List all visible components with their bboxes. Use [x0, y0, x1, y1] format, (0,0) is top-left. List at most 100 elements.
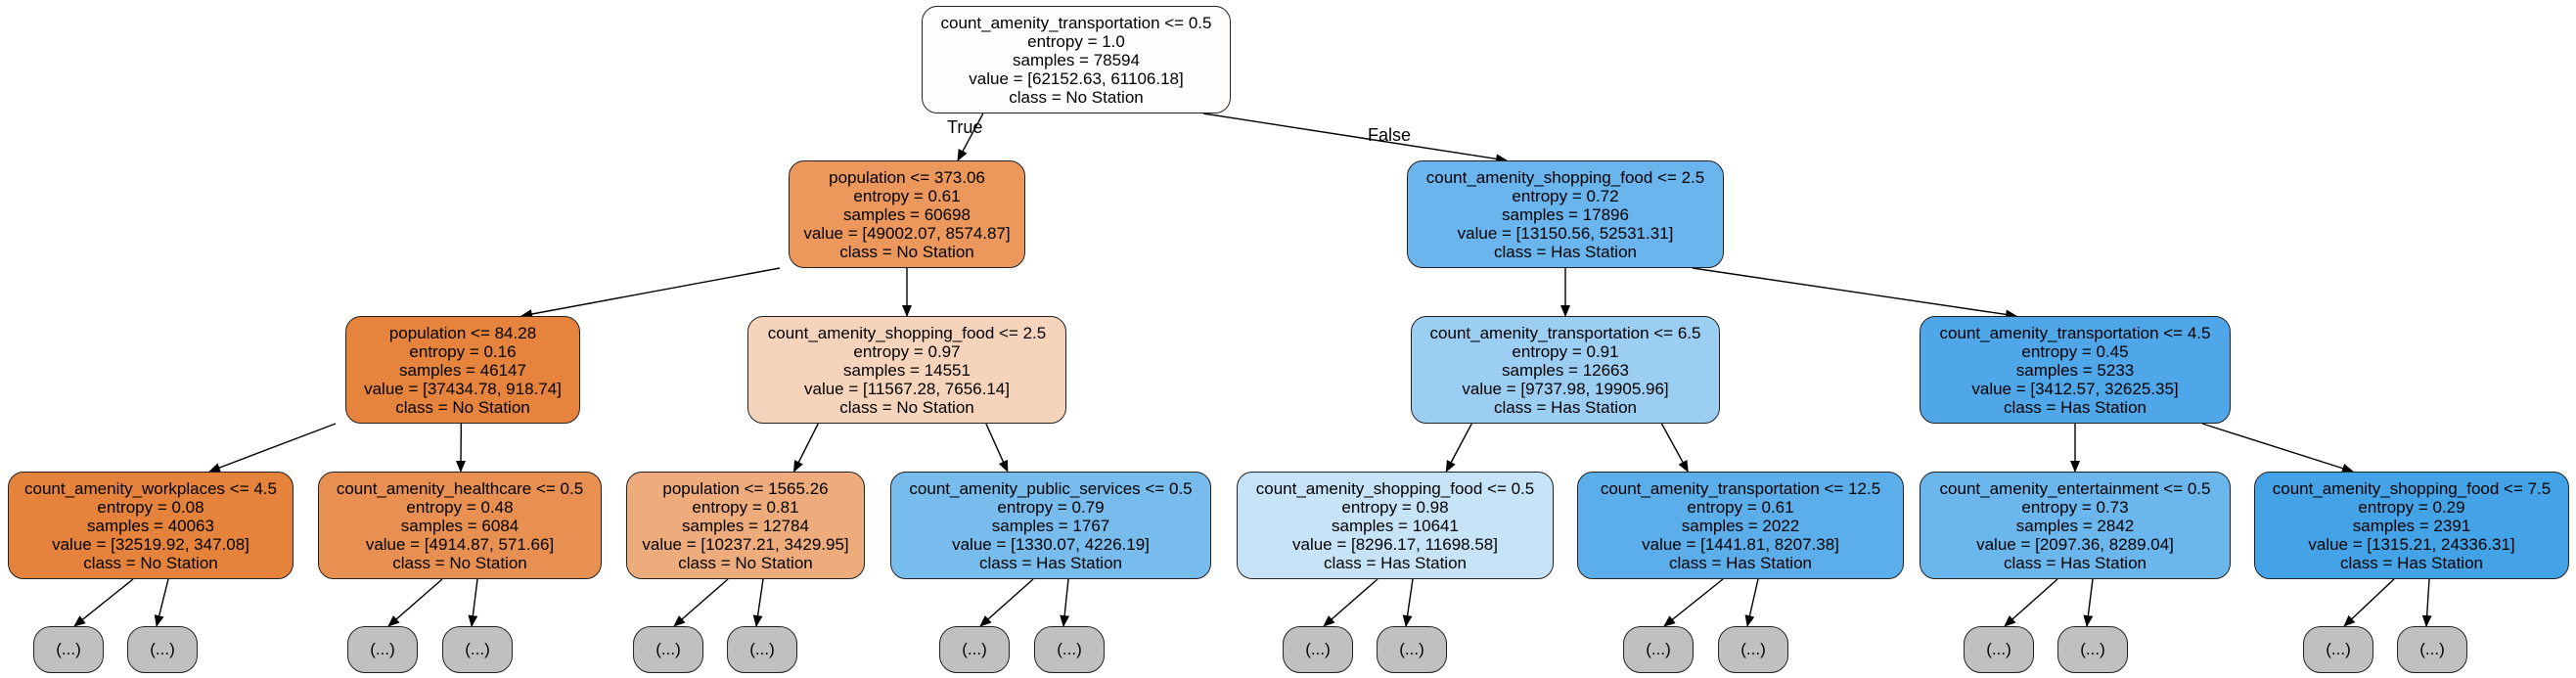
node-samples: samples = 1767	[991, 516, 1110, 535]
edge-label-false: False	[1368, 125, 1412, 145]
edge-n5-n11	[1445, 423, 1472, 473]
node-value: value = [13150.56, 52531.31]	[1457, 223, 1674, 243]
truncated-leaf: (...)	[1283, 626, 1353, 673]
node-class: class = No Station	[678, 553, 813, 572]
node-samples: samples = 46147	[399, 360, 526, 380]
node-value: value = [8296.17, 11698.58]	[1291, 534, 1498, 554]
node-split-rule: count_amenity_transportation <= 6.5	[1429, 323, 1701, 342]
edge-n14-leaf-1	[2421, 578, 2432, 627]
truncated-leaf: (...)	[727, 626, 797, 673]
edge-n6-n14	[2201, 423, 2354, 474]
truncated-leaf: (...)	[442, 626, 513, 673]
edge-n9-leaf-0	[673, 578, 729, 627]
node-value: value = [2097.36, 8289.04]	[1976, 534, 2174, 554]
edge-n11-leaf-0	[1323, 578, 1378, 627]
node-split-rule: count_amenity_transportation <= 12.5	[1600, 478, 1881, 498]
node-entropy: entropy = 0.45	[2021, 341, 2129, 361]
node-class: class = No Station	[839, 242, 974, 261]
truncated-leaf: (...)	[1964, 626, 2034, 673]
node-class: class = No Station	[1009, 87, 1144, 107]
node-class: class = No Station	[83, 553, 218, 572]
edge-n13-leaf-1	[2083, 578, 2094, 627]
node-entropy: entropy = 0.91	[1512, 341, 1619, 361]
node-split-rule: count_amenity_shopping_food <= 2.5	[767, 323, 1047, 342]
truncated-leaf: (...)	[2303, 626, 2373, 673]
node-class: class = Has Station	[2340, 553, 2483, 572]
node-samples: samples = 6084	[400, 516, 520, 535]
node-samples: samples = 17896	[1502, 204, 1629, 224]
node-entropy: entropy = 0.97	[853, 341, 961, 361]
truncated-leaf: (...)	[633, 626, 703, 673]
node-split-rule: count_amenity_transportation <= 4.5	[1939, 323, 2211, 342]
node-entropy: entropy = 0.79	[997, 497, 1105, 517]
node-entropy: entropy = 0.61	[853, 186, 961, 205]
truncated-leaf: (...)	[1623, 626, 1694, 673]
node-class: class = Has Station	[1494, 242, 1637, 261]
edge-n4-n9	[792, 423, 819, 473]
edge-n4-n10	[985, 423, 1009, 473]
truncated-leaf: (...)	[1718, 626, 1788, 673]
node-samples: samples = 2022	[1681, 516, 1800, 535]
edge-n8-leaf-1	[468, 578, 478, 627]
edge-n12-leaf-1	[1744, 578, 1759, 627]
edge-n10-leaf-0	[979, 578, 1034, 627]
node-value: value = [3412.57, 32625.35]	[1971, 379, 2179, 398]
edge-n9-leaf-1	[752, 578, 764, 627]
node-samples: samples = 12784	[682, 516, 809, 535]
truncated-leaf: (...)	[127, 626, 198, 673]
node-split-rule: population <= 84.28	[388, 323, 537, 342]
node-class: class = No Station	[839, 397, 974, 417]
edge-n0-n2	[1202, 113, 1508, 164]
node-entropy: entropy = 0.29	[2358, 497, 2465, 517]
node-class: class = No Station	[392, 553, 527, 572]
node-split-rule: count_amenity_entertainment <= 0.5	[1939, 478, 2211, 498]
truncated-leaf: (...)	[939, 626, 1010, 673]
edge-label-true: True	[947, 117, 983, 137]
node-entropy: entropy = 1.0	[1027, 31, 1125, 51]
edge-n5-n12	[1660, 423, 1689, 473]
node-samples: samples = 2842	[2015, 516, 2135, 535]
node-samples: samples = 40063	[87, 516, 214, 535]
edge-n0-n1	[957, 113, 984, 161]
node-class: class = Has Station	[2004, 553, 2147, 572]
node-value: value = [11567.28, 7656.14]	[803, 379, 1010, 398]
node-entropy: entropy = 0.61	[1687, 497, 1794, 517]
node-value: value = [1330.07, 4226.19]	[952, 534, 1150, 554]
node-value: value = [1441.81, 8207.38]	[1642, 534, 1839, 554]
node-entropy: entropy = 0.48	[406, 497, 514, 517]
node-value: value = [4914.87, 571.66]	[365, 534, 555, 554]
node-split-rule: count_amenity_shopping_food <= 7.5	[2272, 478, 2552, 498]
truncated-leaf: (...)	[33, 626, 104, 673]
edge-n7-leaf-1	[154, 578, 169, 627]
node-samples: samples = 5233	[2015, 360, 2135, 380]
node-class: class = Has Station	[979, 553, 1122, 572]
node-samples: samples = 2391	[2352, 516, 2471, 535]
edge-n13-leaf-0	[2004, 578, 2058, 627]
node-class: class = Has Station	[2004, 397, 2147, 417]
node-split-rule: count_amenity_shopping_food <= 2.5	[1425, 167, 1705, 187]
node-class: class = No Station	[395, 397, 530, 417]
node-class: class = Has Station	[1669, 553, 1812, 572]
node-samples: samples = 60698	[843, 204, 971, 224]
truncated-leaf: (...)	[2397, 626, 2467, 673]
node-split-rule: count_amenity_healthcare <= 0.5	[336, 478, 584, 498]
node-samples: samples = 14551	[843, 360, 971, 380]
node-entropy: entropy = 0.08	[97, 497, 204, 517]
truncated-leaf: (...)	[1034, 626, 1105, 673]
node-entropy: entropy = 0.98	[1341, 497, 1449, 517]
node-entropy: entropy = 0.81	[692, 497, 799, 517]
edge-n10-leaf-1	[1060, 578, 1070, 627]
node-entropy: entropy = 0.72	[1512, 186, 1619, 205]
node-value: value = [32519.92, 347.08]	[52, 534, 249, 554]
node-value: value = [9737.98, 19905.96]	[1462, 379, 1669, 398]
edge-n1-n3	[520, 267, 781, 319]
